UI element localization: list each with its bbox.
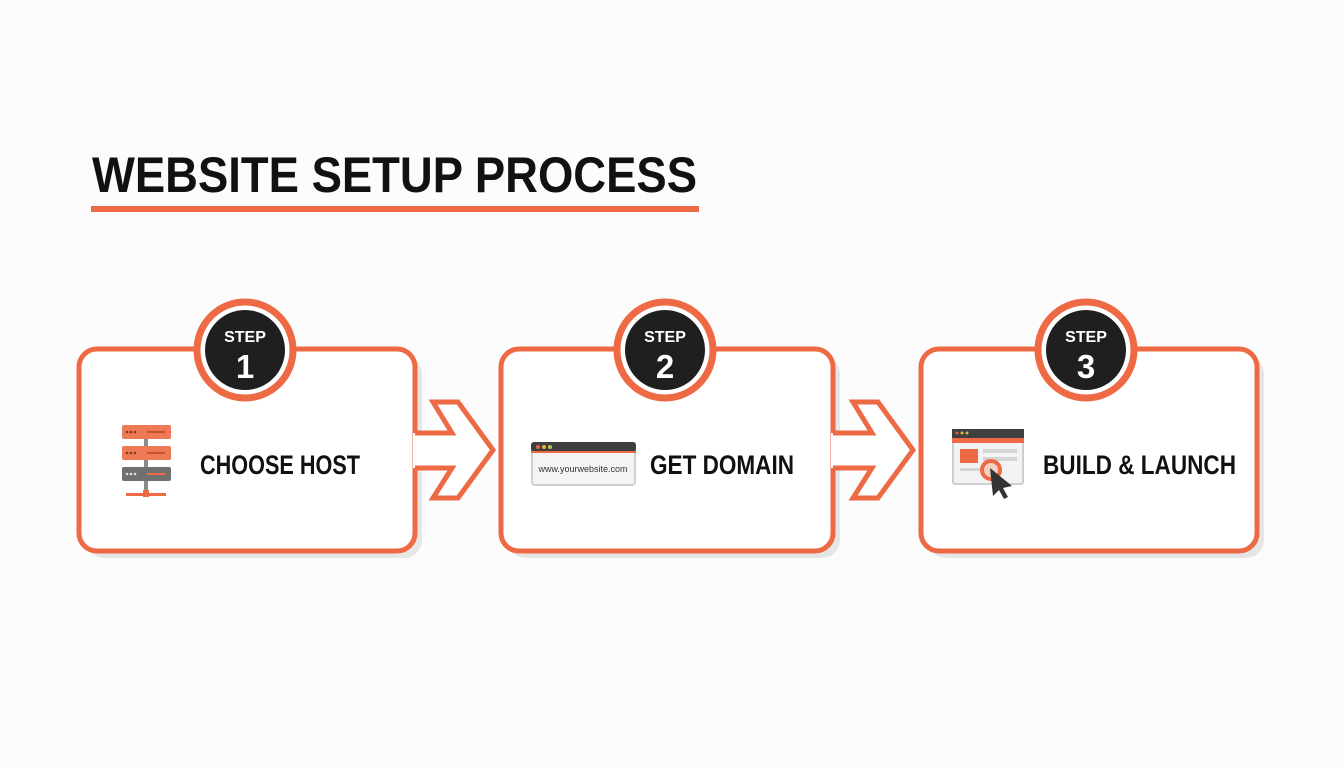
browser-url-icon: www.yourwebsite.com (531, 442, 636, 486)
step-3-label: BUILD & LAUNCH (1043, 450, 1236, 480)
arrow-2-3 (831, 399, 917, 501)
step-1-badge-text: STEP (224, 329, 266, 346)
step-3-badge (1046, 310, 1126, 390)
step-1-number: 1 (236, 348, 254, 385)
step-3-number: 3 (1077, 348, 1095, 385)
step-3-badge-text: STEP (1065, 329, 1107, 346)
step-2-badge-text: STEP (644, 329, 686, 346)
domain-url-text: www.yourwebsite.com (537, 464, 627, 474)
server-rack-icon (122, 425, 171, 497)
step-1: CHOOSE HOST STEP 1 (76, 298, 422, 558)
step-3: BUILD & LAUNCH STEP 3 (918, 298, 1264, 558)
step-2-badge (625, 310, 705, 390)
title-underline (91, 206, 699, 212)
page-title: WEBSITE SETUP PROCESS (92, 147, 697, 203)
browser-click-icon (952, 429, 1024, 499)
step-2-number: 2 (656, 348, 674, 385)
step-1-badge (205, 310, 285, 390)
arrow-1-2 (413, 399, 497, 501)
step-1-label: CHOOSE HOST (200, 450, 360, 480)
step-2: www.yourwebsite.com GET DOMAIN STEP 2 (498, 298, 840, 558)
step-2-label: GET DOMAIN (650, 450, 794, 480)
